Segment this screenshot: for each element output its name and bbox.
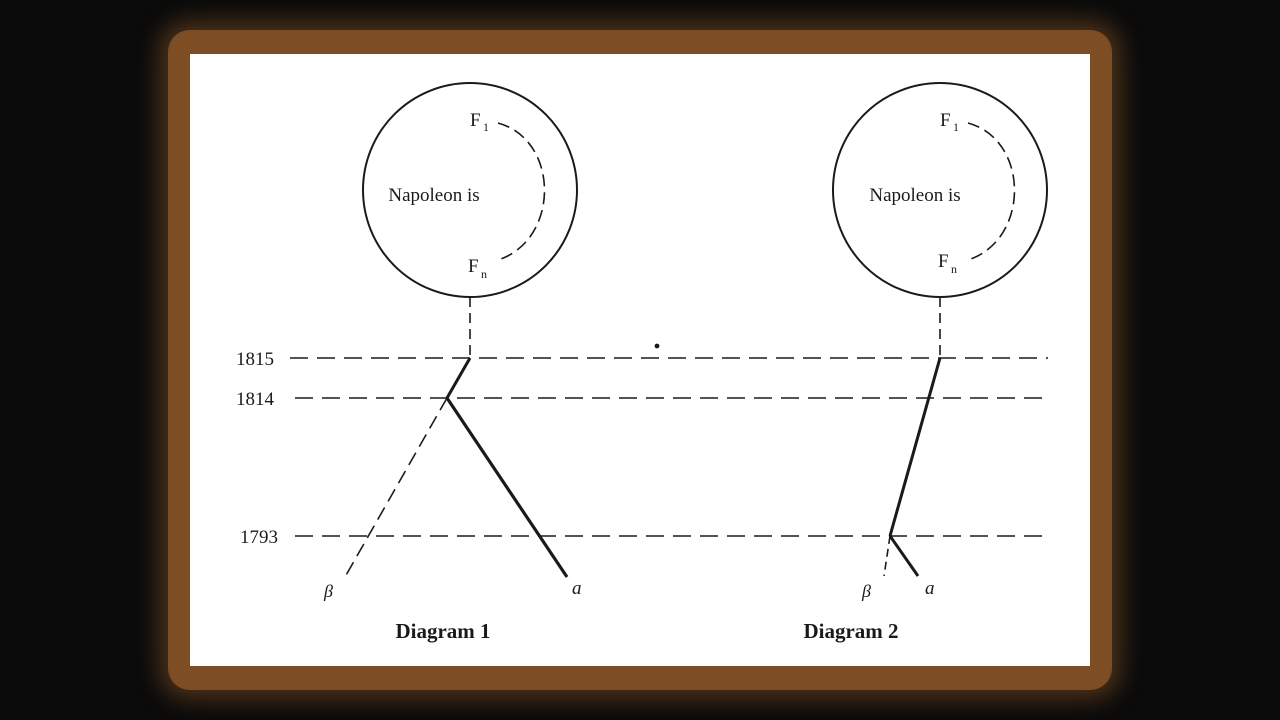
diagram2-f-top-sub: 1	[953, 120, 959, 134]
diagram2-caption: Diagram 2	[803, 619, 898, 643]
diagram1-alpha-line	[445, 397, 569, 578]
year-label-1815: 1815	[236, 349, 274, 370]
diagram2-label-alpha: a	[925, 578, 935, 599]
diagram2-circle-text: Napoleon is	[869, 185, 960, 206]
diagram2-alpha-line	[888, 535, 920, 577]
diagram2-f-bottom-sub: n	[951, 262, 957, 276]
diagram1-circle-text: Napoleon is	[388, 185, 479, 206]
diagram1-f-top-sub: 1	[483, 120, 489, 134]
diagram1-label-beta: β	[323, 581, 333, 601]
diagram2-main-line	[888, 357, 942, 537]
diagram1-f-bottom: F	[468, 256, 479, 277]
diagram1-label-alpha: a	[572, 578, 582, 599]
diagram1-f-bottom-sub: n	[481, 267, 487, 281]
diagram2-f-bottom: F	[938, 251, 949, 272]
diagram1-dashed-arc	[497, 122, 546, 261]
diagram2-beta-line	[883, 535, 891, 577]
diagram2-dashed-arc	[967, 122, 1016, 261]
diagram2-f-top: F	[940, 110, 951, 131]
diagram1-segment-upper	[445, 357, 472, 399]
diagram1-f-top: F	[470, 110, 481, 131]
stray-dot	[654, 343, 660, 349]
diagram1-caption: Diagram 1	[395, 619, 490, 643]
diagram2-label-beta: β	[861, 581, 871, 601]
diagram1-beta-line	[344, 397, 448, 578]
year-label-1814: 1814	[236, 389, 275, 410]
year-label-1793: 1793	[240, 527, 278, 548]
